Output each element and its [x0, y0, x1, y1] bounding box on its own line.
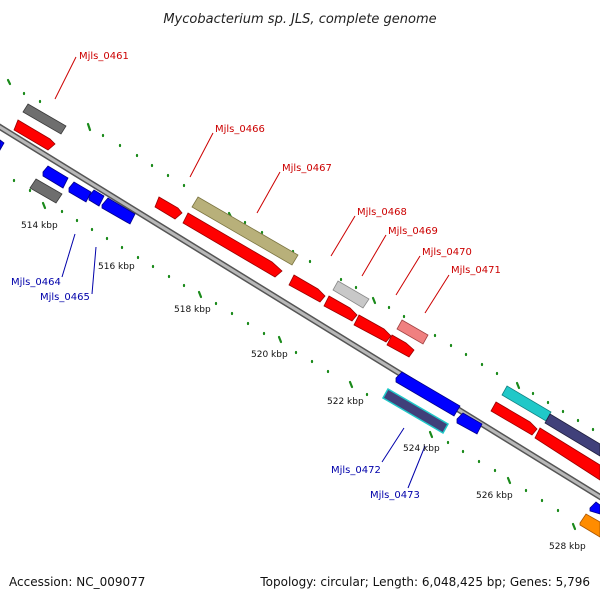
gene-forward-red-long[interactable] — [182, 212, 283, 278]
tick-label-522: 522 kbp — [327, 397, 364, 407]
gene-forward-red-a[interactable] — [13, 119, 56, 151]
tick-label-520: 520 kbp — [251, 350, 288, 360]
tick-label-518: 518 kbp — [174, 305, 211, 315]
gene-forward-red-e[interactable] — [353, 314, 392, 343]
tick-label-528: 528 kbp — [549, 542, 586, 552]
forward-gene-labels: Mjls_0461 Mjls_0466 Mjls_0467 Mjls_0468 … — [79, 51, 501, 276]
label-leaders-forward — [54, 56, 450, 314]
accession-text: Accession: NC_009077 — [9, 575, 145, 589]
tick-label-516: 516 kbp — [98, 262, 135, 272]
gene-forward-red-d[interactable] — [323, 295, 358, 322]
tick-row-outer-forward — [6, 78, 595, 432]
gene-forward-red-f[interactable] — [386, 334, 415, 358]
tick-label-514: 514 kbp — [21, 221, 58, 231]
gene-reverse-blue-d[interactable] — [101, 197, 136, 225]
gene-reverse-gray[interactable] — [29, 178, 63, 204]
gene-reverse-blue-f[interactable] — [456, 412, 483, 435]
reverse-gene-labels: Mjls_0464 Mjls_0465 Mjls_0472 Mjls_0473 — [11, 277, 420, 501]
map-title: Mycobacterium sp. JLS, complete genome — [163, 12, 436, 27]
gene-forward-red-c[interactable] — [288, 274, 326, 303]
gene-reverse-blue-b[interactable] — [68, 181, 92, 203]
gene-forward-red-g[interactable] — [490, 401, 538, 436]
reverse-features — [0, 139, 600, 538]
label-mjls-0470[interactable]: Mjls_0470 — [422, 247, 472, 258]
tick-label-524: 524 kbp — [403, 444, 440, 454]
gene-mjls-0465[interactable] — [88, 189, 105, 207]
tick-row-inner-reverse — [12, 178, 577, 531]
label-mjls-0473[interactable]: Mjls_0473 — [370, 490, 420, 501]
label-mjls-0468[interactable]: Mjls_0468 — [357, 207, 407, 218]
gene-forward-navy[interactable] — [544, 413, 600, 457]
label-mjls-0467[interactable]: Mjls_0467 — [282, 163, 332, 174]
label-mjls-0469[interactable]: Mjls_0469 — [388, 226, 438, 237]
gene-mjls-0473[interactable] — [381, 387, 450, 435]
gene-forward-red-h[interactable] — [534, 427, 600, 481]
tick-labels: 514 kbp 516 kbp 518 kbp 520 kbp 522 kbp … — [21, 221, 586, 552]
gene-mjls-0468[interactable] — [332, 280, 370, 309]
gene-forward-red-b[interactable] — [154, 196, 183, 220]
gene-mjls-0461[interactable] — [22, 103, 67, 135]
backbone — [0, 123, 600, 501]
gene-reverse-blue-edge[interactable] — [0, 139, 5, 151]
label-mjls-0471[interactable]: Mjls_0471 — [451, 265, 501, 276]
label-mjls-0472[interactable]: Mjls_0472 — [331, 465, 381, 476]
label-mjls-0465[interactable]: Mjls_0465 — [40, 292, 90, 303]
tick-label-526: 526 kbp — [476, 491, 513, 501]
label-mjls-0461[interactable]: Mjls_0461 — [79, 51, 129, 62]
label-mjls-0464[interactable]: Mjls_0464 — [11, 277, 61, 288]
gene-mjls-0470[interactable] — [396, 319, 429, 345]
forward-features — [13, 103, 600, 481]
label-mjls-0466[interactable]: Mjls_0466 — [215, 124, 265, 135]
gene-mjls-0472[interactable] — [395, 371, 461, 417]
label-leaders-reverse — [61, 233, 426, 489]
gene-reverse-blue-g[interactable] — [589, 501, 600, 515]
genome-summary-text: Topology: circular; Length: 6,048,425 bp… — [259, 575, 590, 589]
gene-mjls-0467[interactable] — [191, 196, 299, 266]
gene-mjls-0464[interactable] — [42, 165, 69, 189]
gene-reverse-orange[interactable] — [579, 513, 600, 538]
